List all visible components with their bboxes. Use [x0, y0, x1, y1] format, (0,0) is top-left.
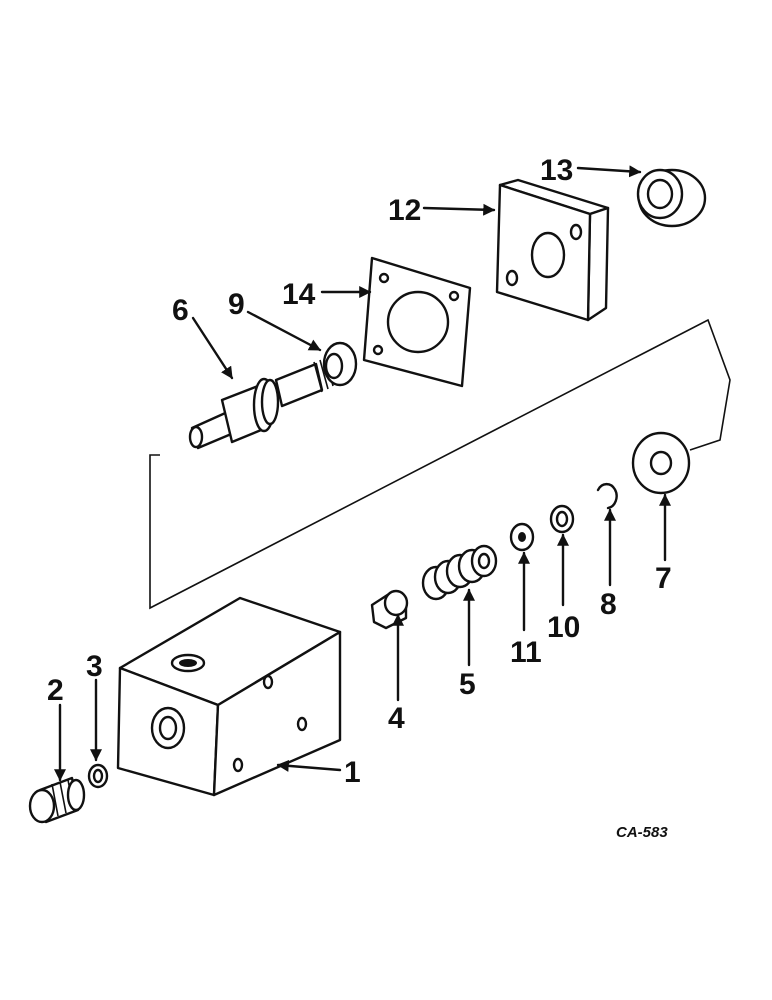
poppet-part-4 [370, 589, 409, 630]
callout-9: 9 [228, 288, 245, 321]
seal-part-9 [322, 341, 358, 387]
callout-5: 5 [459, 668, 476, 701]
seal-ring-part-13 [636, 168, 707, 228]
stem-part-6 [188, 357, 334, 450]
callout-6: 6 [172, 294, 189, 327]
washer-part-7 [631, 431, 691, 495]
snap-ring-part-8 [596, 482, 618, 510]
callout-8: 8 [600, 588, 617, 621]
callout-14: 14 [282, 278, 316, 311]
callout-2: 2 [47, 674, 64, 707]
ring-part-10 [549, 504, 575, 534]
callout-3: 3 [86, 650, 103, 683]
callout-4: 4 [388, 702, 405, 735]
gasket-part-14 [362, 256, 472, 388]
callout-1: 1 [344, 756, 361, 789]
drawing-code: CA-583 [616, 824, 668, 841]
callout-7: 7 [655, 562, 672, 595]
callout-13: 13 [540, 154, 573, 187]
cover-plate-part-12 [495, 178, 610, 322]
spring-part-5 [421, 544, 498, 601]
callout-11: 11 [510, 636, 542, 669]
callout-10: 10 [547, 611, 580, 644]
valve-body-part-1 [116, 596, 342, 797]
callout-12: 12 [388, 194, 421, 227]
fitting-part-2 [28, 776, 86, 824]
assembly-outline-line [149, 318, 731, 610]
o-ring-part-3 [87, 763, 109, 789]
leader-arrows [54, 165, 671, 782]
